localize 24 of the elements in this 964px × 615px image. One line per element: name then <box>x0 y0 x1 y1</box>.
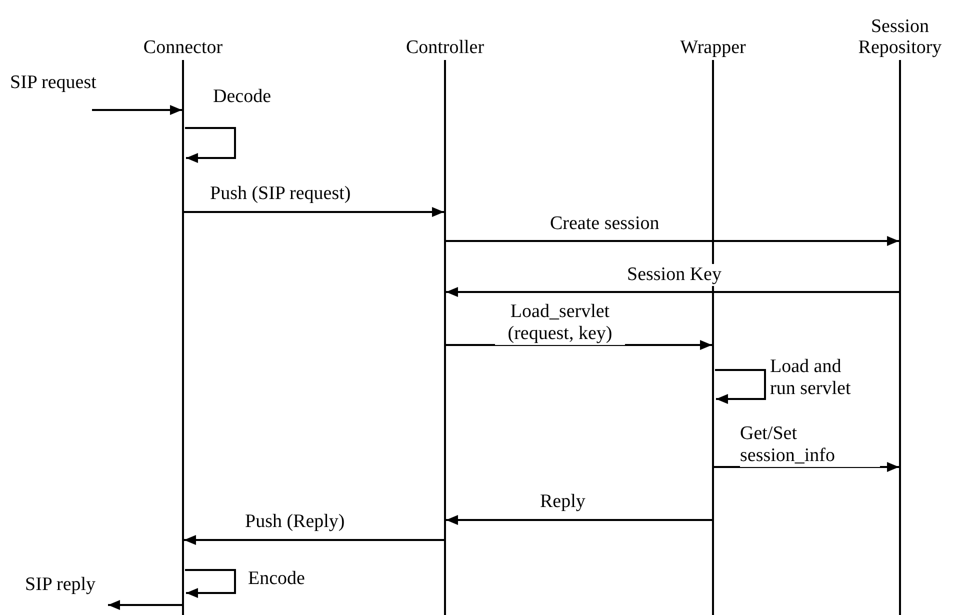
message-arrow <box>715 369 766 404</box>
edge-label: Load_servlet (request, key) <box>495 301 625 345</box>
message-arrow <box>714 462 899 472</box>
message-arrow <box>446 236 899 246</box>
edge-label: Session Key <box>627 264 722 286</box>
message-arrow <box>446 287 899 297</box>
lifeline-label: Controller <box>406 36 484 60</box>
edge-label: SIP request <box>10 72 96 94</box>
lifeline-label: Session Repository <box>857 15 943 60</box>
edge-label: Push (Reply) <box>245 511 345 533</box>
message-arrow <box>446 340 712 350</box>
message-arrow <box>185 569 236 598</box>
edge-label: Reply <box>540 491 586 513</box>
message-arrow <box>446 515 712 525</box>
message-arrow <box>108 600 182 610</box>
message-arrow <box>184 535 444 545</box>
message-arrow <box>185 127 236 163</box>
edge-label: Get/Set session_info <box>740 423 880 467</box>
edge-label: SIP reply <box>25 574 96 596</box>
message-arrow <box>184 207 444 217</box>
lifeline-label: Connector <box>143 36 223 60</box>
message-arrow <box>92 105 182 115</box>
edge-label: Push (SIP request) <box>210 183 351 205</box>
lifeline-label: Wrapper <box>680 36 746 60</box>
